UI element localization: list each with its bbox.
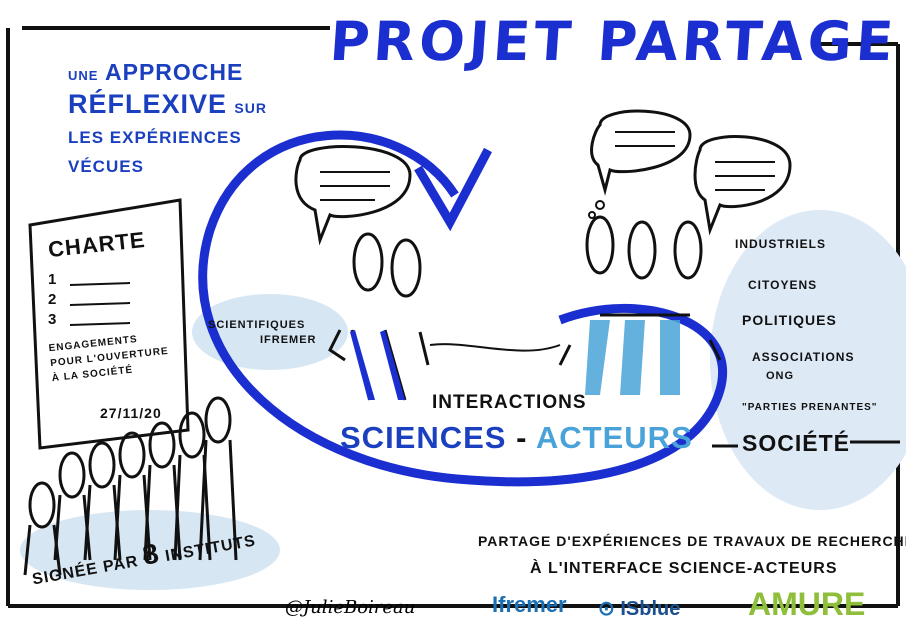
isblue-icon: ⊙ [598, 598, 615, 620]
interactions-label: INTERACTIONS [432, 392, 587, 413]
charter-line-2 [69, 302, 131, 306]
sciences-acteurs: SCIENCES - ACTEURS [340, 420, 693, 456]
scientists-label: SCIENTIFIQUES IFREMER [208, 318, 317, 348]
approach-line1: APPROCHE [105, 59, 244, 85]
actor-bodies-light [585, 320, 680, 395]
charter-numbers: 1 2 3 [48, 270, 57, 330]
actor-item-industriels: INDUSTRIELS [735, 237, 827, 251]
actor-item-citoyens: CITOYENS [748, 278, 818, 292]
ifremer-logo: Ifremer [492, 592, 567, 617]
wash-actors [710, 210, 906, 510]
speech-bubble-right-2 [693, 135, 792, 236]
sciences-label: SCIENCES [340, 420, 507, 455]
scientists-line1: SCIENTIFIQUES [208, 319, 306, 331]
charter-item-2: 2 [48, 291, 58, 308]
charter-line-3 [69, 322, 131, 326]
signatory-people [23, 396, 238, 576]
bottom-text-line1: PARTAGE D'EXPÉRIENCES DE TRAVAUX DE RECH… [478, 533, 906, 549]
scientist-body-blue [350, 330, 405, 400]
scientists-line2: IFREMER [260, 334, 317, 346]
scientist-figures [328, 232, 430, 401]
wash-scientists [192, 294, 348, 370]
charter-line-1 [69, 282, 131, 286]
approach-line4: VÉCUES [68, 157, 144, 176]
interaction-line [429, 343, 561, 352]
actor-item-associations: ASSOCIATIONS [752, 350, 855, 364]
acteurs-label: ACTEURS [535, 420, 693, 455]
amure-logo: AMURE [748, 586, 866, 622]
actor-item-parties-prenantes: "PARTIES PRENANTES" [742, 402, 878, 413]
charter-item-3: 3 [48, 311, 58, 328]
approach-line3: LES EXPÉRIENCES [68, 128, 242, 147]
loop-arrow [198, 130, 727, 487]
page-title: PROJET PARTAGE [327, 10, 900, 73]
society-label: SOCIÉTÉ [742, 430, 850, 456]
approach-line2: RÉFLEXIVE [68, 89, 228, 119]
approach-suffix: SUR [234, 100, 267, 116]
charter-item-1: 1 [48, 271, 58, 288]
isblue-text: ISblue [620, 598, 681, 620]
isblue-logo: ⊙ ISblue [598, 596, 680, 621]
approach-prefix: UNE [68, 68, 99, 83]
approach-text: UNE APPROCHE RÉFLEXIVE SUR LES EXPÉRIENC… [68, 58, 267, 181]
charter-date: 27/11/20 [100, 405, 162, 421]
actor-item-ong: ONG [766, 370, 795, 382]
bottom-text-line2: À L'INTERFACE SCIENCE-ACTEURS [530, 560, 838, 577]
artist-signature: @JulieBoireau [285, 597, 416, 618]
dash-label: - [516, 420, 528, 455]
speech-bubble-right-1 [590, 109, 692, 196]
speech-bubble-left [294, 145, 412, 246]
signed-number: 8 [140, 537, 162, 571]
loop-arrowhead [414, 147, 492, 232]
actor-item-politiques: POLITIQUES [742, 312, 837, 328]
actor-figures [558, 215, 722, 366]
